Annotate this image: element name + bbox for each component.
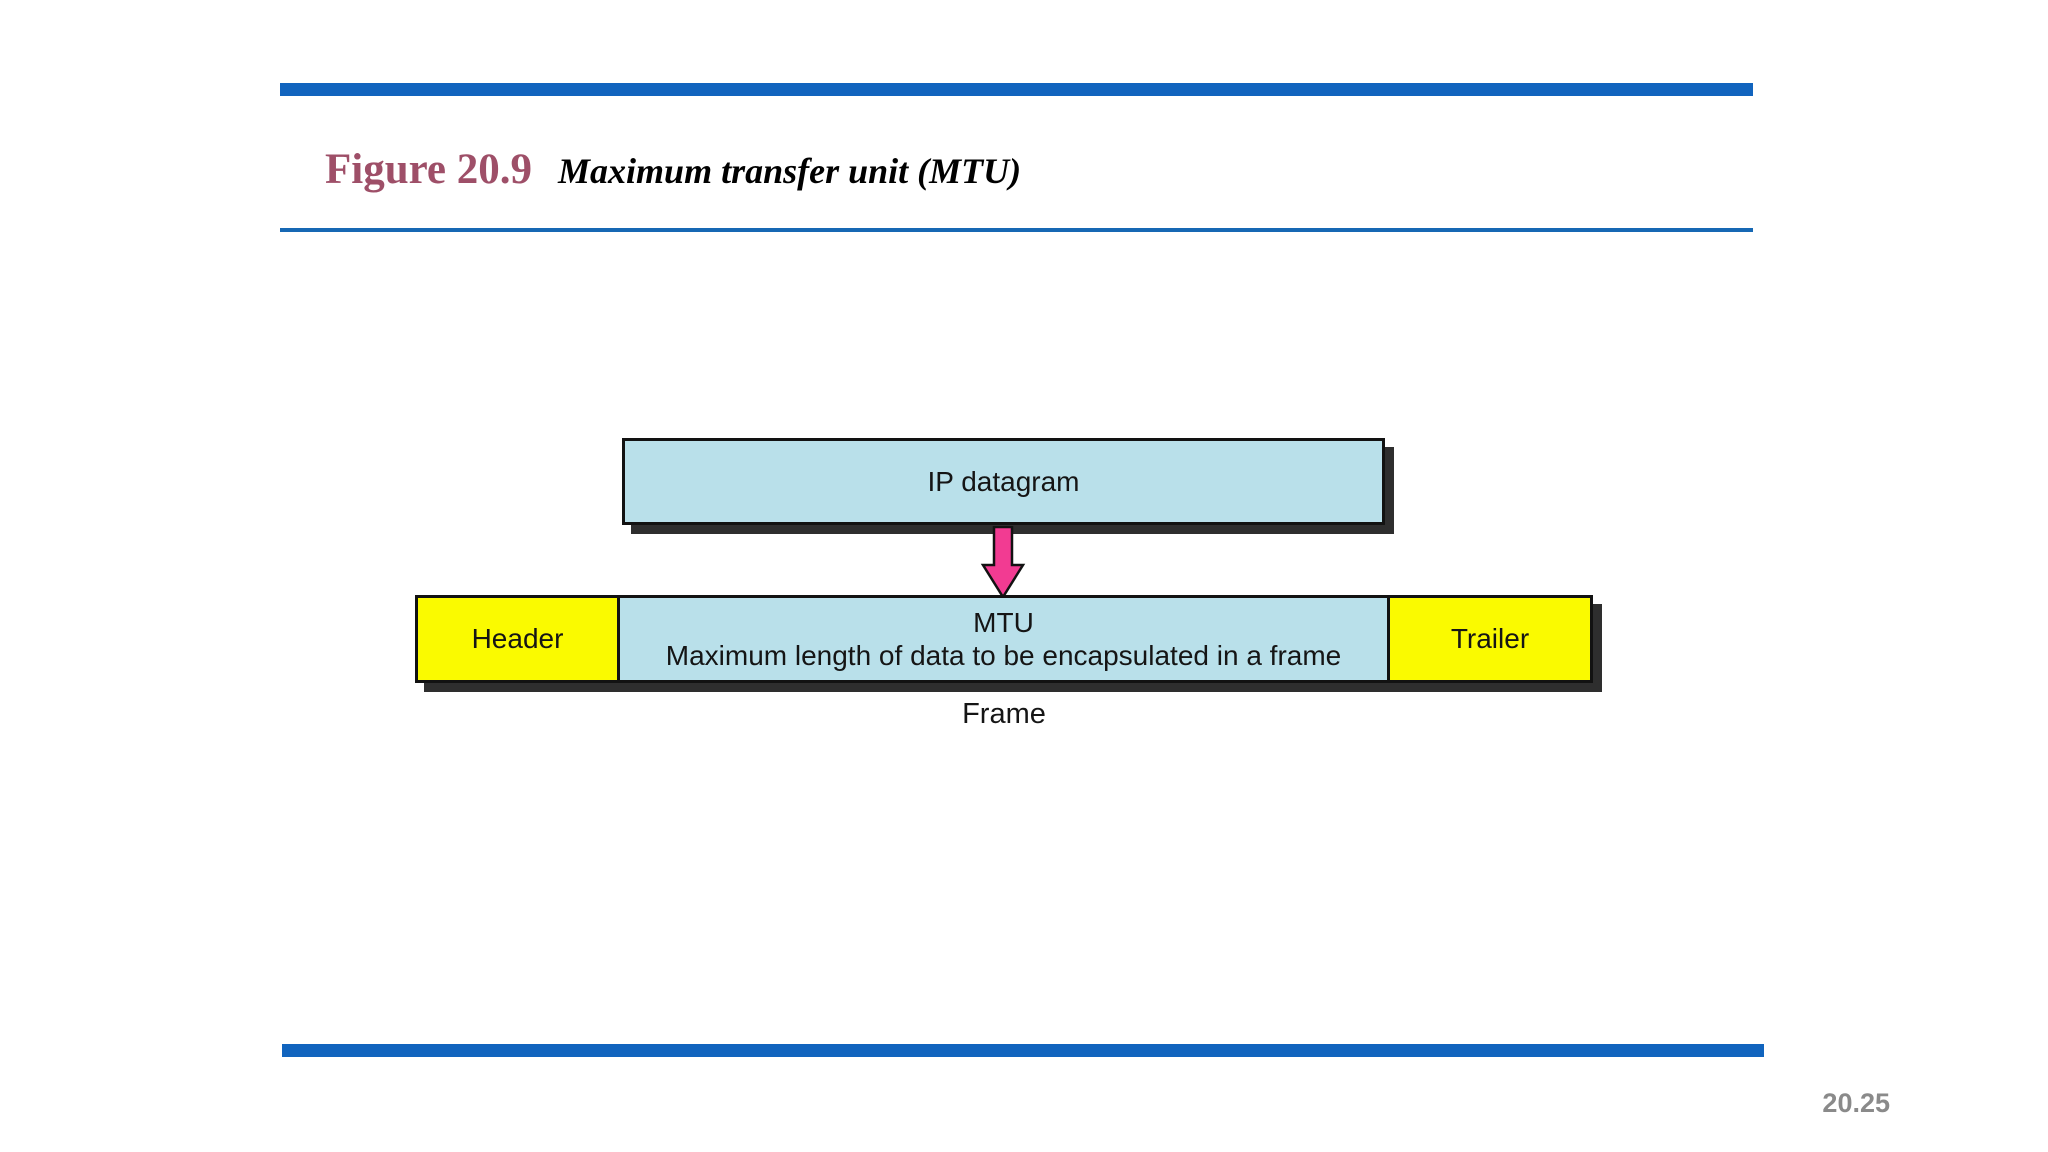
mtu-description-label: Maximum length of data to be encapsulate…	[665, 640, 1342, 671]
frame-trailer-label: Trailer	[1450, 623, 1530, 654]
frame-box: Header MTU Maximum length of data to be …	[415, 595, 1593, 683]
frame-header-cell: Header	[418, 598, 620, 680]
slide-title-row: Figure 20.9 Maximum transfer unit (MTU)	[325, 146, 1021, 193]
bottom-accent-bar	[282, 1044, 1764, 1057]
top-accent-bar	[280, 83, 1753, 96]
ip-datagram-label: IP datagram	[927, 465, 1080, 497]
mtu-title-label: MTU	[973, 607, 1034, 638]
mtu-cell: MTU Maximum length of data to be encapsu…	[620, 598, 1387, 680]
title-divider-rule	[280, 228, 1753, 232]
figure-number-label: Figure 20.9	[325, 146, 533, 193]
frame-trailer-cell: Trailer	[1387, 598, 1590, 680]
frame-caption: Frame	[962, 698, 1046, 730]
frame-header-label: Header	[471, 623, 564, 654]
down-arrow-icon	[980, 526, 1026, 599]
figure-title-text: Maximum transfer unit (MTU)	[558, 151, 1022, 191]
slide-page-number: 20.25	[1822, 1088, 1890, 1118]
ip-datagram-box: IP datagram	[622, 438, 1385, 525]
